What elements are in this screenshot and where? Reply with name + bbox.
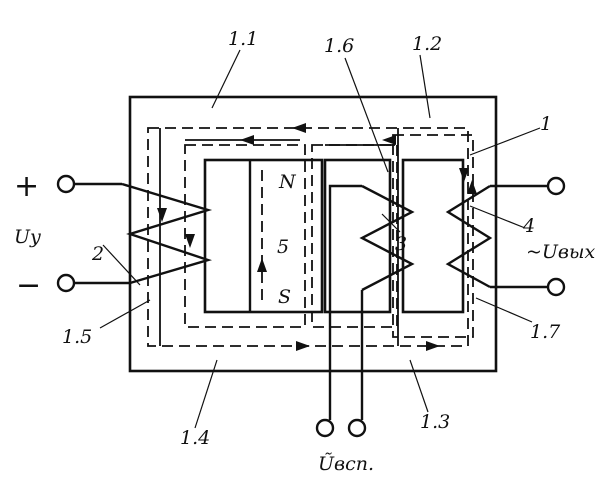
label-5: 5	[277, 236, 289, 258]
label-1-1: 1.1	[228, 28, 258, 50]
label-1-6: 1.6	[324, 35, 354, 57]
flux-arrow-icon	[185, 234, 195, 248]
flux-arrow-icon	[296, 341, 310, 351]
flux-solid-lines	[159, 128, 399, 346]
flux-arrow-icon	[240, 135, 254, 145]
auxiliary-winding-3	[328, 184, 415, 420]
leader-lines	[99, 49, 541, 429]
label-1: 1	[540, 113, 552, 135]
terminal-circle-icon[interactable]	[315, 418, 335, 438]
label-4: 4	[522, 215, 535, 237]
terminal-circle-icon[interactable]	[56, 273, 76, 293]
plus-sign: +	[14, 169, 39, 204]
pole-s-label: S	[278, 286, 291, 308]
terminal-circle-icon[interactable]	[347, 418, 367, 438]
control-winding-2	[72, 182, 213, 285]
output-voltage-label: ~Uвых	[526, 241, 595, 263]
flux-arrow-icon	[257, 258, 267, 272]
label-1-7: 1.7	[530, 321, 561, 343]
output-winding-4	[445, 184, 553, 289]
label-1-2: 1.2	[412, 33, 442, 55]
flux-arrow-icon	[467, 180, 477, 194]
terminal-circle-icon[interactable]	[56, 174, 76, 194]
flux-arrows	[157, 123, 477, 351]
pole-n-label: N	[278, 171, 297, 193]
label-1-4: 1.4	[180, 427, 210, 449]
label-2: 2	[91, 243, 104, 265]
core-window-right	[401, 158, 465, 314]
auxiliary-voltage-label: Ũвсп.	[318, 452, 374, 475]
control-voltage-label: Uy	[14, 226, 41, 248]
terminal-circle-icon[interactable]	[546, 277, 566, 297]
flux-arrow-icon	[459, 168, 469, 182]
flux-arrow-icon	[292, 123, 306, 133]
flux-arrow-icon	[157, 208, 167, 222]
label-3: 3	[395, 233, 407, 255]
minus-sign: −	[16, 268, 41, 303]
core-window-left	[203, 158, 324, 314]
flux-arrow-icon	[426, 341, 440, 351]
terminal-circle-icon[interactable]	[546, 176, 566, 196]
flux-arrow-icon	[382, 135, 396, 145]
core-window-middle	[323, 158, 392, 314]
label-1-5: 1.5	[62, 326, 92, 348]
label-1-3: 1.3	[420, 411, 450, 433]
